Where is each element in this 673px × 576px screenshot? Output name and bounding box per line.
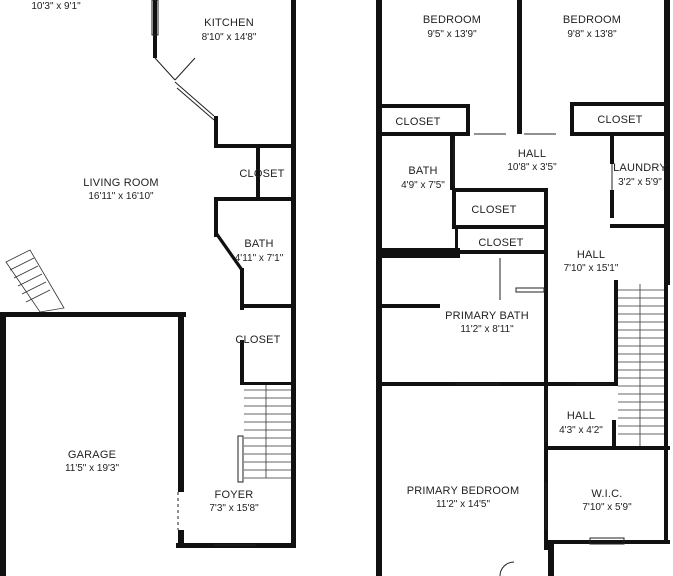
room-name-laundry: LAUNDRY <box>613 162 667 174</box>
left-floor-details <box>5 0 291 546</box>
room-dims-bedroom-1: 9'5" x 13'9" <box>427 29 477 40</box>
room-name-foyer: FOYER <box>215 489 254 501</box>
room-dims-bedroom-2: 9'8" x 13'8" <box>567 29 617 40</box>
room-name-hall-2: HALL <box>577 249 605 261</box>
room-name-wic: W.I.C. <box>591 488 622 500</box>
room-dims-bath-1: 4'11" x 7'1" <box>235 253 284 264</box>
room-name-bath-2: BATH <box>408 165 437 177</box>
room-name-primary-bedroom: PRIMARY BEDROOM <box>407 485 520 497</box>
room-name-closet-1: CLOSET <box>239 168 284 180</box>
room-name-kitchen: KITCHEN <box>204 17 254 29</box>
room-dims-garage: 11'5" x 19'3" <box>65 463 120 474</box>
room-name-bedroom-1: BEDROOM <box>423 14 481 26</box>
room-name-closet-2: CLOSET <box>235 334 280 346</box>
room-name-primary-bath: PRIMARY BATH <box>445 310 529 322</box>
room-name-closet-5: CLOSET <box>471 204 516 216</box>
room-dims-foyer: 7'3" x 15'8" <box>209 503 259 514</box>
room-dims-hall-2: 7'10" x 15'1" <box>564 263 619 274</box>
room-name-hall-1: HALL <box>518 148 546 160</box>
room-name-closet-3: CLOSET <box>395 116 440 128</box>
room-dims-wic: 7'10" x 5'9" <box>582 502 632 513</box>
room-dims-primary-bedroom: 11'2" x 14'5" <box>436 499 491 510</box>
room-dims-laundry: 3'2" x 5'9" <box>618 177 662 188</box>
room-dims-bath-2: 4'9" x 7'5" <box>401 180 445 191</box>
right-floor-walls <box>376 0 670 576</box>
room-name-closet-6: CLOSET <box>478 237 523 249</box>
room-name-closet-4: CLOSET <box>597 114 642 126</box>
room-dims-primary-bath: 11'2" x 8'11" <box>460 324 514 335</box>
room-dims-hall-3: 4'3" x 4'2" <box>559 425 603 436</box>
room-labels: 10'3" x 9'1" KITCHEN 8'10" x 14'8" LIVIN… <box>31 1 667 514</box>
room-dims-hall-1: 10'8" x 3'5" <box>507 162 557 173</box>
room-dims-living: 16'11" x 16'10" <box>88 191 154 202</box>
room-name-hall-3: HALL <box>567 410 595 422</box>
right-floor-details <box>453 133 664 576</box>
room-name-living: LIVING ROOM <box>83 177 159 189</box>
room-dims-kitchen: 8'10" x 14'8" <box>202 32 257 43</box>
room-name-bedroom-2: BEDROOM <box>563 14 621 26</box>
room-name-garage: GARAGE <box>68 449 116 461</box>
room-dims-dining: 10'3" x 9'1" <box>31 1 81 12</box>
room-name-bath-1: BATH <box>244 238 273 250</box>
